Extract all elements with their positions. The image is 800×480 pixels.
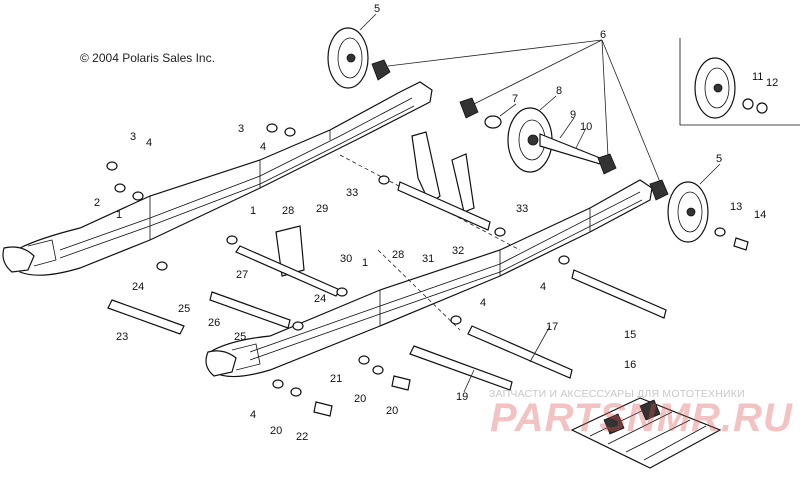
- callout-30: 30: [340, 253, 352, 265]
- callout-33-left: 33: [346, 187, 358, 199]
- callout-9: 9: [570, 109, 576, 121]
- callout-4-top: 4: [260, 141, 266, 153]
- mount-bracket: [397, 131, 491, 231]
- callout-3-top: 3: [238, 123, 244, 135]
- bolt-22: [313, 401, 333, 417]
- callout-4-bottom: 4: [250, 409, 256, 421]
- callout-1-mid: 1: [250, 205, 256, 217]
- callout-4-center: 4: [480, 297, 486, 309]
- axis-line-2: [377, 249, 461, 331]
- spacer-bushings: [371, 59, 669, 201]
- callout-10: 10: [580, 121, 592, 133]
- callout-1-right: 1: [362, 257, 368, 269]
- callout-28-top: 28: [282, 205, 294, 217]
- callout-12: 12: [766, 77, 778, 89]
- washer-13: [714, 227, 726, 237]
- shaft-18: [409, 345, 513, 391]
- callout-32: 32: [452, 245, 464, 257]
- callout-15: 15: [624, 329, 636, 341]
- right-rail-lower: [205, 179, 653, 378]
- callout-18: 19: [456, 391, 468, 403]
- track-section: [570, 397, 722, 469]
- watermark-logo: PARTSNMR.RU: [490, 396, 793, 440]
- callout-24-left: 24: [132, 281, 144, 293]
- left-rail-upper: [2, 81, 433, 276]
- copyright-notice: © 2004 Polaris Sales Inc.: [80, 51, 215, 65]
- callout-6: 6: [600, 29, 606, 41]
- callout-4-right: 4: [540, 281, 546, 293]
- callout-33-right: 33: [516, 203, 528, 215]
- leader-lines: [359, 13, 721, 393]
- bolt-19: [391, 375, 411, 391]
- idler-wheel-right: [667, 181, 709, 243]
- callout-13: 13: [730, 201, 742, 213]
- watermark-caption: ЗАПЧАСТИ И АКСЕССУАРЫ ДЛЯ МОТОТЕХНИКИ: [489, 388, 745, 400]
- shaft-23: [107, 299, 185, 335]
- ring-12: [756, 102, 768, 114]
- callout-28-bottom: 28: [392, 249, 404, 261]
- callout-25-right: 25: [234, 331, 246, 343]
- callout-1-left: 1: [116, 209, 122, 221]
- shaft-17: [467, 325, 573, 379]
- callout-11: 11: [752, 71, 763, 83]
- washer-7: [484, 115, 502, 129]
- callout-5-right: 5: [716, 153, 722, 165]
- inset-frame: [679, 38, 800, 126]
- callout-2: 2: [94, 197, 100, 209]
- callout-3-left: 3: [130, 131, 136, 143]
- shaft-26: [209, 291, 291, 329]
- callout-20-bottom: 20: [270, 425, 282, 437]
- idler-wheel-top: [327, 27, 369, 89]
- callout-23: 23: [116, 331, 128, 343]
- callout-16: 16: [624, 359, 636, 371]
- callout-31: 31: [422, 253, 434, 265]
- callout-22: 22: [296, 431, 308, 443]
- bolt-14: [733, 237, 749, 251]
- callout-21: 21: [330, 373, 342, 385]
- shaft-15: [571, 269, 667, 319]
- callout-19: 20: [386, 405, 398, 417]
- callout-25-left: 25: [178, 303, 190, 315]
- rail-washers: [106, 123, 570, 397]
- callout-7: 7: [512, 93, 518, 105]
- idler-wheel-inset: [694, 57, 736, 119]
- callout-24-mid: 24: [314, 293, 326, 305]
- callout-4-left: 4: [146, 137, 152, 149]
- callout-27: 27: [236, 269, 248, 281]
- middle-bracket: [235, 225, 341, 297]
- callout-5-top: 5: [374, 3, 380, 15]
- callout-20-mid: 20: [354, 393, 366, 405]
- callout-26: 26: [208, 317, 220, 329]
- callout-14: 14: [754, 209, 766, 221]
- callout-29: 29: [316, 203, 328, 215]
- nut-11: [742, 98, 754, 110]
- callout-8: 8: [556, 85, 562, 97]
- callout-17: 17: [546, 321, 558, 333]
- centre-wheel: [507, 107, 601, 173]
